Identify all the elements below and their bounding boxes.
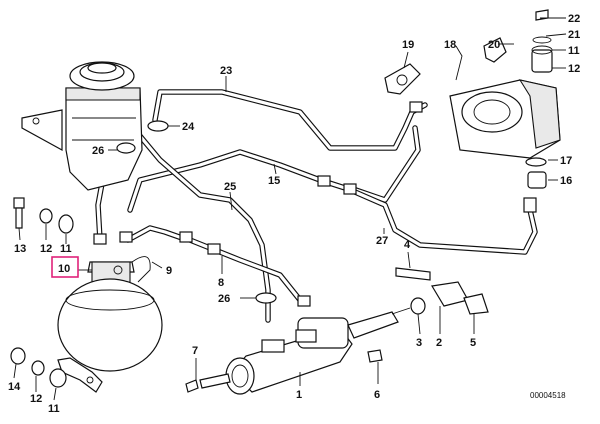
master-cylinder	[199, 307, 411, 395]
callout-10: 10	[58, 263, 70, 275]
callout-8: 8	[218, 277, 224, 289]
callout-26-lower: 26	[218, 293, 230, 305]
callout-4: 4	[404, 239, 411, 251]
callout-9: 9	[166, 265, 172, 277]
leader-lines	[13, 17, 567, 401]
pressure-accumulator	[57, 256, 163, 393]
callout-2: 2	[436, 337, 442, 349]
callout-16: 16	[560, 175, 572, 187]
callout-5: 5	[470, 337, 476, 349]
callout-20: 20	[488, 39, 500, 51]
callout-11-left: 11	[60, 243, 72, 255]
callout-19: 19	[402, 39, 414, 51]
callout-17: 17	[560, 155, 572, 167]
pressure-unit	[384, 9, 561, 189]
callout-24: 24	[182, 121, 195, 133]
small-parts	[10, 101, 537, 393]
callout-12-left: 12	[40, 243, 52, 255]
callout-6: 6	[374, 389, 380, 401]
callout-23: 23	[220, 65, 232, 77]
diagram-reference-number: 00004518	[530, 391, 566, 400]
callout-11-lower-left: 11	[48, 403, 60, 415]
callout-22: 22	[568, 13, 580, 25]
callout-26-upper: 26	[92, 145, 104, 157]
callout-numbers: 22 21 20 19 18 11 12 23 24 26 17 16 15 2…	[8, 13, 580, 415]
fluid-reservoir	[21, 61, 143, 191]
highlight-box	[51, 256, 79, 278]
callout-27: 27	[376, 235, 388, 247]
callout-7: 7	[192, 345, 198, 357]
callout-1: 1	[296, 389, 302, 401]
callout-18: 18	[444, 39, 456, 51]
callout-21: 21	[568, 29, 580, 41]
callout-25: 25	[224, 181, 236, 193]
callout-15: 15	[268, 175, 280, 187]
callout-12-lower-left: 12	[30, 393, 42, 405]
callout-11-upper-right: 11	[568, 45, 580, 57]
callout-12-upper-right: 12	[568, 63, 580, 75]
callout-14: 14	[8, 381, 21, 393]
callout-13: 13	[14, 243, 26, 255]
callout-3: 3	[416, 337, 422, 349]
